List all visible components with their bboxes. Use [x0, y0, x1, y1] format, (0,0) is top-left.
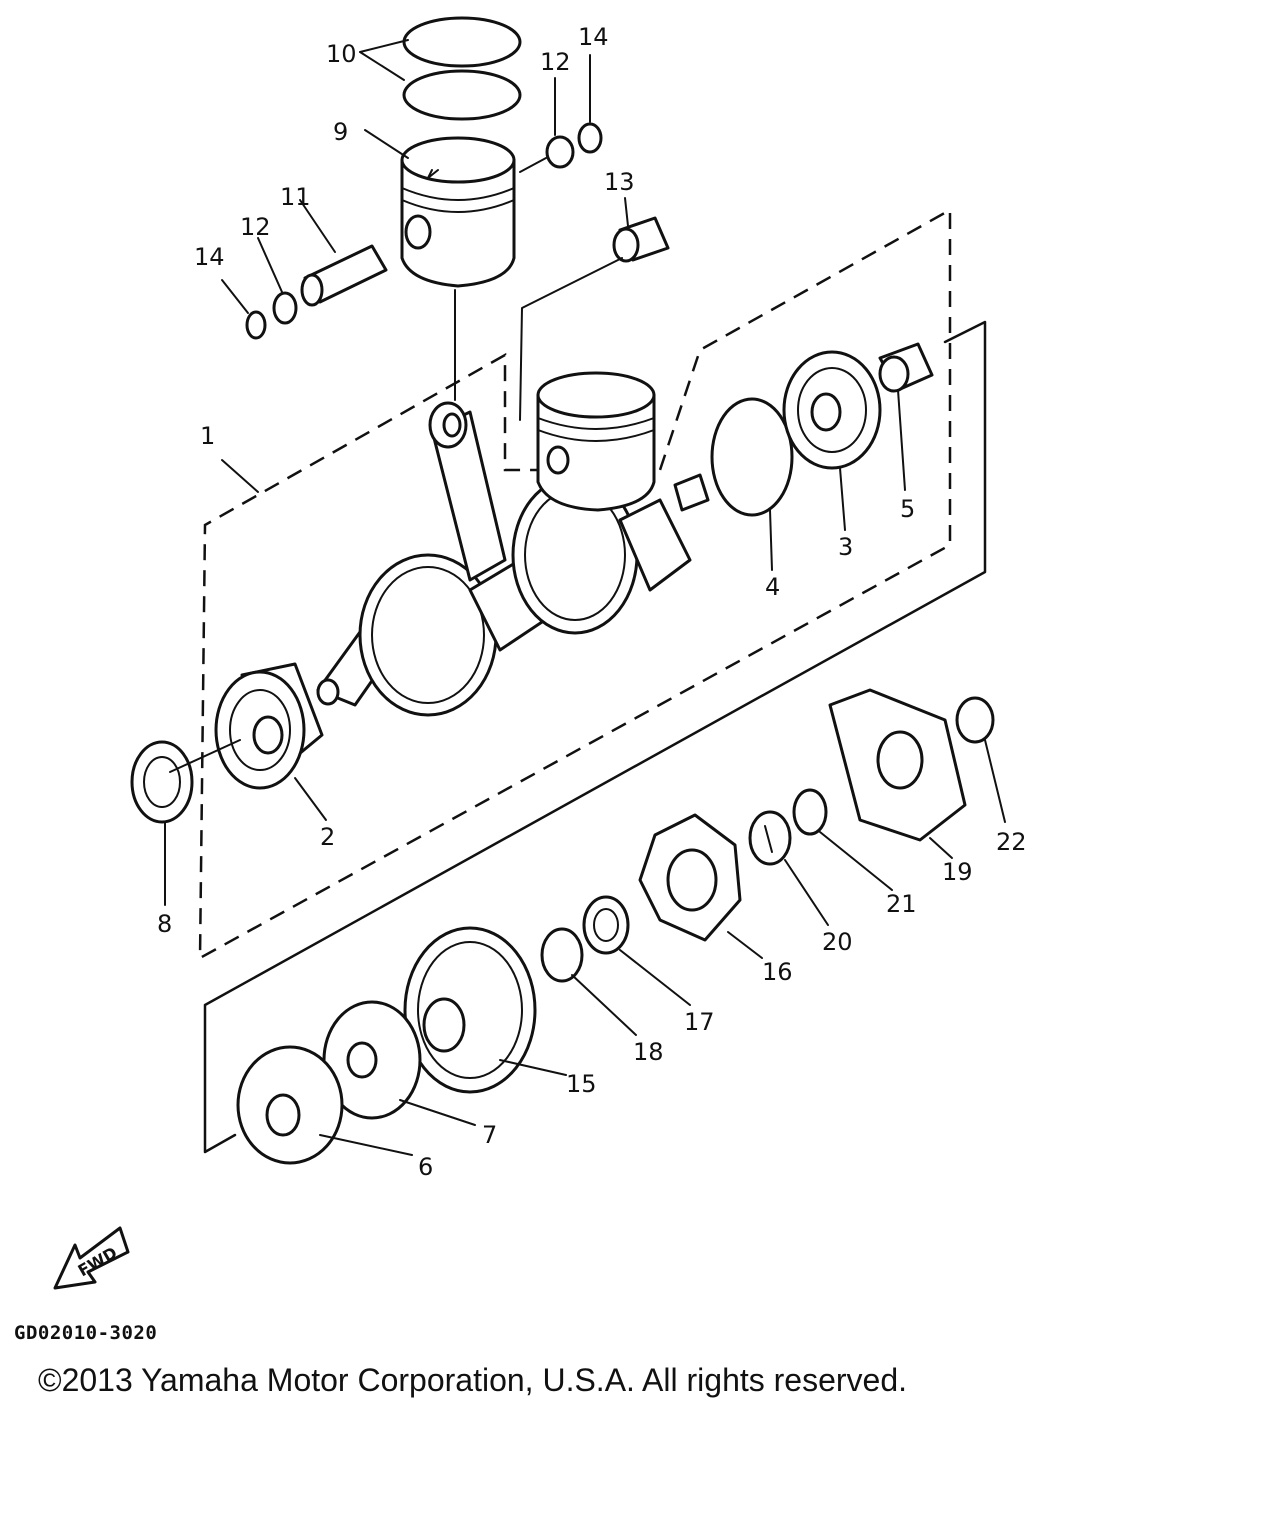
callout-7: 7 [482, 1121, 497, 1149]
oil-seal [130, 740, 194, 824]
callout-20: 20 [822, 928, 853, 956]
leader-lines-lower [164, 389, 1006, 1156]
callout-3: 3 [838, 533, 853, 561]
coupling-housing-front [403, 926, 537, 1094]
rubber-damper [638, 813, 742, 942]
spacer-7 [322, 1000, 422, 1120]
needle-bearing [612, 216, 670, 263]
callout-10: 10 [326, 40, 357, 68]
callout-17: 17 [684, 1008, 715, 1036]
callout-11: 11 [280, 183, 311, 211]
coupling-assembly-outline [203, 320, 987, 1154]
callout-18: 18 [633, 1038, 664, 1066]
collar [878, 342, 934, 393]
piston-pin [300, 244, 388, 307]
piston [400, 136, 516, 288]
callout-5: 5 [900, 495, 915, 523]
main-bearing-left [214, 662, 324, 790]
circlip-left [245, 310, 267, 340]
main-bearing-right [782, 350, 882, 470]
cap-plug [748, 810, 792, 866]
o-ring-21 [792, 788, 828, 836]
callout-6: 6 [418, 1153, 433, 1181]
callout-12a: 12 [540, 48, 571, 76]
washer-22 [955, 696, 995, 744]
callout-21: 21 [886, 890, 917, 918]
callout-19: 19 [942, 858, 973, 886]
callout-13: 13 [604, 168, 635, 196]
circlip-right [577, 122, 603, 154]
o-ring-18 [540, 927, 584, 983]
flywheel-6 [236, 1045, 344, 1165]
callout-2: 2 [320, 823, 335, 851]
washer-left [272, 291, 298, 325]
copyright-notice: ©2013 Yamaha Motor Corporation, U.S.A. A… [38, 1362, 908, 1398]
callout-15: 15 [566, 1070, 597, 1098]
callout-9: 9 [333, 118, 348, 146]
washer-right [545, 135, 575, 169]
circlip-ring [710, 397, 794, 517]
callout-14a: 14 [578, 23, 609, 51]
callout-14b: 14 [194, 243, 225, 271]
piston-rings [402, 16, 522, 121]
leader-lines-top [221, 39, 629, 421]
coupling-housing-rear [828, 688, 967, 842]
callout-22: 22 [996, 828, 1027, 856]
fwd-arrow-icon: FWD [53, 1226, 130, 1290]
callout-1: 1 [200, 422, 215, 450]
callout-4: 4 [765, 573, 780, 601]
callout-12b: 12 [240, 213, 271, 241]
callout-16: 16 [762, 958, 793, 986]
callout-8: 8 [157, 910, 172, 938]
crankshaft-assembly [316, 371, 710, 717]
diagram-code: GD02010-3020 [14, 1322, 158, 1344]
threaded-collar [582, 895, 630, 955]
